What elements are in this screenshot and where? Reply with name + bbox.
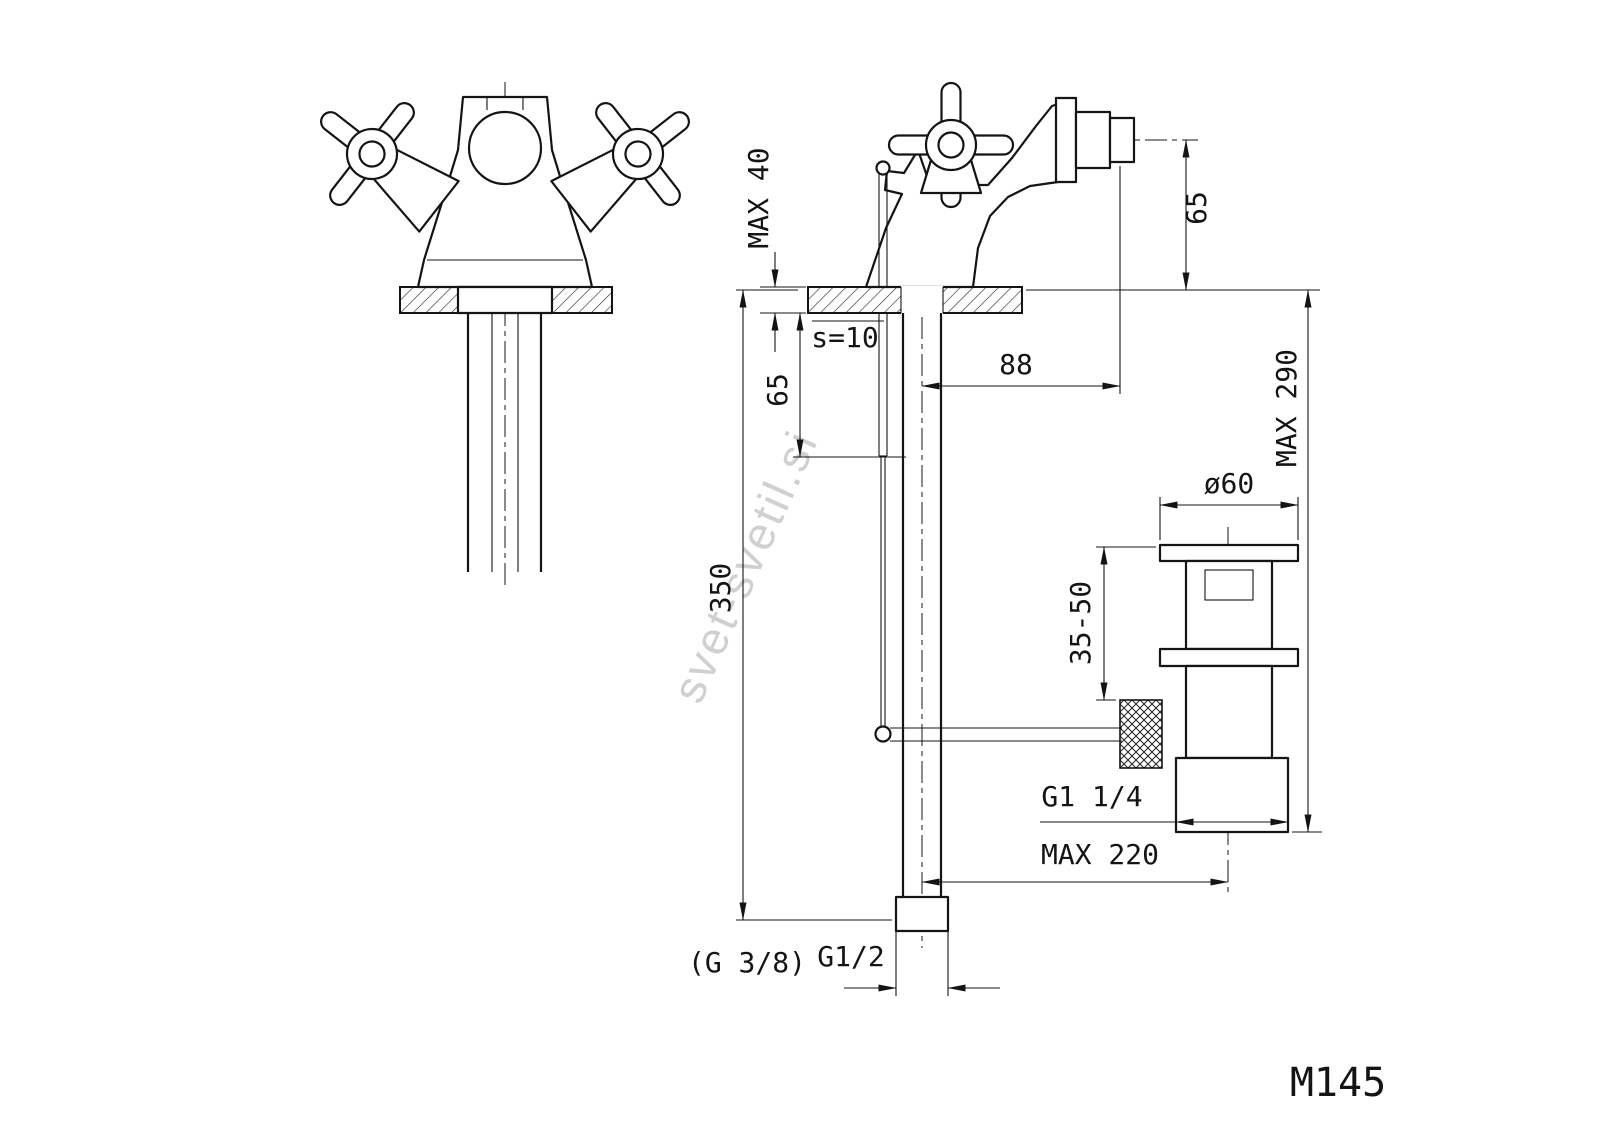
dim-g12-g38: G1/2 (G 3/8) [688, 931, 1000, 996]
dim-max220: MAX 220 [921, 838, 1229, 886]
dim-label-65-left: 65 [761, 373, 794, 407]
faucet-body-side [864, 102, 1060, 289]
dim-350: 350 [704, 289, 892, 921]
dim-dia60: ø60 [1159, 467, 1299, 540]
dim-label-350: 350 [704, 563, 737, 614]
drain-mid-flange [1158, 647, 1300, 668]
dim-label-g38: (G 3/8) [688, 946, 806, 979]
dim-label-max40: MAX 40 [742, 147, 775, 248]
knurled-nut [1119, 699, 1163, 769]
mounting-nut-front [456, 285, 554, 315]
dim-label-g114: G1 1/4 [1041, 780, 1142, 813]
side-view [807, 81, 1300, 948]
left-cross-handle [320, 102, 460, 233]
dim-35-50: 35-50 [1064, 546, 1156, 701]
dim-label-35-50: 35-50 [1064, 581, 1097, 665]
dim-88: 88 [921, 166, 1121, 394]
front-view [320, 82, 690, 585]
drain-lower-body [1184, 664, 1274, 760]
dimensions: 65 MAX 40 s=10 65 88 [688, 139, 1322, 996]
drain-upper-body [1184, 559, 1274, 651]
spout-opening [467, 110, 543, 186]
dim-g114: G1 1/4 [1040, 780, 1289, 826]
dim-label-max220: MAX 220 [1041, 838, 1159, 871]
dim-max290: MAX 290 [1270, 289, 1322, 833]
dim-label-88: 88 [999, 348, 1033, 381]
rod-ball-joint [874, 725, 892, 743]
cross-handle-side [887, 81, 1015, 209]
drain-window [1204, 569, 1254, 601]
dim-65-top: 65 [1180, 139, 1213, 291]
right-cross-handle [550, 102, 690, 233]
dim-s10: s=10 [811, 320, 884, 354]
dim-label-s10: s=10 [811, 321, 878, 354]
dim-label-max290: MAX 290 [1270, 349, 1303, 467]
dim-label-dia60: ø60 [1204, 467, 1255, 500]
dim-max40: MAX 40 [742, 147, 806, 352]
tailpiece-nut [894, 895, 950, 933]
tailpiece [894, 313, 950, 933]
drain-assembly [1119, 543, 1300, 834]
deck-channel [901, 286, 943, 314]
popup-rod [874, 160, 1122, 743]
shank-front [466, 313, 543, 572]
rod-knob [875, 160, 891, 176]
dim-label-65-top: 65 [1180, 191, 1213, 225]
dim-65-left: 65 [761, 312, 906, 458]
spout-outlet [1054, 96, 1136, 184]
watermark: svet-svetil.si [662, 422, 828, 710]
drain-top-flange [1158, 543, 1300, 563]
model-number: M145 [1290, 1060, 1386, 1106]
dim-label-g12: G1/2 [817, 940, 884, 973]
drain-outlet-block [1174, 756, 1290, 834]
